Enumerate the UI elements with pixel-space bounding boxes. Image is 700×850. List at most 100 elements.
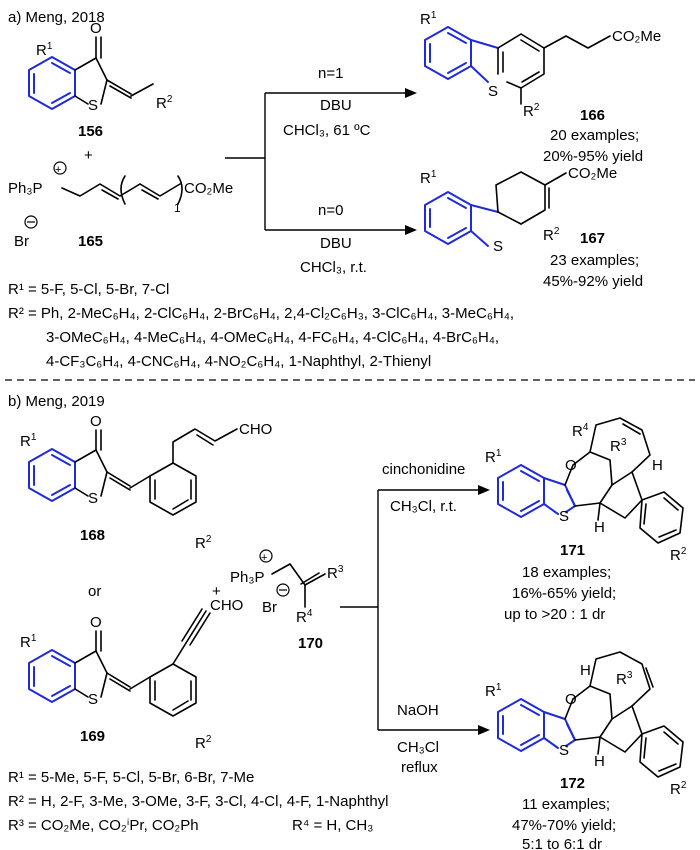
- r2-169: R2: [195, 734, 212, 752]
- atom-S-172: S: [559, 742, 569, 759]
- cond-b-top-1: cinchonidine: [382, 461, 465, 478]
- svg-text:+: +: [55, 164, 61, 176]
- subst-b-r1: R¹ = 5-Me, 5-F, 5-Cl, 5-Br, 6-Br, 7-Me: [8, 769, 254, 786]
- atom-O-171: O: [565, 457, 577, 474]
- subst-a-r2-2: 3-OMeC₆H₄, 4-MeC₆H₄, 4-OMeC₆H₄, 4-FC₆H₄,…: [46, 329, 499, 346]
- atom-O-172: O: [565, 691, 577, 708]
- result-171-3: up to >20 : 1 dr: [504, 606, 605, 623]
- aldehyde-168: CHO: [239, 421, 272, 438]
- r3-171: R3: [610, 437, 627, 455]
- plus-sign-b: +: [212, 583, 221, 600]
- r4-171: R4: [572, 422, 589, 440]
- subst-a-r1: R¹ = 5-F, 5-Cl, 5-Br, 7-Cl: [8, 281, 169, 298]
- r2-168: R2: [195, 534, 212, 552]
- compound-171-id: 171: [560, 542, 585, 559]
- aldehyde-169: CHO: [210, 597, 243, 614]
- atom-O-168: O: [90, 413, 102, 430]
- compound-171-structure: [497, 417, 684, 544]
- r3-172: R3: [616, 670, 633, 688]
- atom-H-171b: H: [652, 457, 663, 474]
- r2-166: R2: [523, 102, 540, 120]
- r3-170: R3: [327, 564, 344, 582]
- subst-a-r2-1: R² = Ph, 2-MeC₆H₄, 2-ClC₆H₄, 2-BrC₆H₄, 2…: [8, 305, 514, 322]
- compound-156-structure: O S: [28, 20, 154, 114]
- compound-156-id: 156: [78, 123, 103, 140]
- r1-166: R1: [420, 10, 437, 28]
- r2-167: R2: [543, 226, 560, 244]
- r4-170: R4: [296, 608, 313, 626]
- section-a-label: a) Meng, 2018: [8, 9, 105, 26]
- cond-a-bot-2: DBU: [320, 235, 352, 252]
- atom-O-169: O: [90, 614, 102, 631]
- ester-166: CO₂Me: [612, 28, 661, 45]
- arrows-section-b: [340, 485, 490, 735]
- ester-167: CO₂Me: [568, 165, 617, 182]
- compound-172-structure: [497, 651, 684, 778]
- atom-S: S: [88, 97, 98, 114]
- r1-label: R1: [36, 41, 53, 59]
- r1-168: R1: [20, 432, 37, 450]
- result-171-1: 18 examples;: [522, 564, 611, 581]
- r1-172: R1: [485, 682, 502, 700]
- r1-169: R1: [20, 633, 37, 651]
- cond-a-top-1: n=1: [318, 65, 343, 82]
- compound-170-id: 170: [298, 635, 323, 652]
- repeat-n: 1: [174, 201, 181, 215]
- arrows-section-a: [225, 88, 417, 235]
- result-172-1: 11 examples;: [522, 796, 610, 813]
- compound-166-structure: [424, 26, 611, 105]
- subst-b-r4: R⁴ = H, CH₃: [292, 817, 373, 834]
- result-167-2: 45%-92% yield: [543, 273, 643, 290]
- r1-167: R1: [420, 169, 437, 187]
- r1-171: R1: [485, 448, 502, 466]
- result-166-2: 20%-95% yield: [543, 148, 643, 165]
- ph3p-170: Ph₃P: [230, 569, 264, 586]
- compound-168-id: 168: [80, 527, 105, 544]
- compound-167-id: 167: [580, 230, 605, 247]
- atom-S-167: S: [493, 238, 503, 255]
- r2-172: R2: [670, 780, 687, 798]
- bromide-label: Br: [14, 233, 29, 250]
- result-166-1: 20 examples;: [550, 127, 639, 144]
- or-label: or: [88, 583, 101, 600]
- atom-S-169: S: [88, 691, 98, 708]
- ph3p-label: Ph₃P: [8, 180, 42, 197]
- cond-a-top-2: DBU: [320, 97, 352, 114]
- cond-a-top-3: CHCl₃, 61 ºC: [283, 122, 371, 139]
- cond-b-bot-3: reflux: [401, 759, 438, 776]
- cond-b-bot-1: NaOH: [397, 702, 439, 719]
- compound-166-id: 166: [580, 107, 605, 124]
- ester-label: CO₂Me: [184, 180, 233, 197]
- subst-a-r2-3: 4-CF₃C₆H₄, 4-CNC₆H₄, 4-NO₂C₆H₄, 1-Naphth…: [46, 353, 431, 370]
- compound-167-structure: [424, 171, 567, 247]
- atom-H-172b: H: [580, 662, 591, 679]
- result-171-2: 16%-65% yield;: [512, 585, 616, 602]
- compound-172-id: 172: [560, 775, 585, 792]
- svg-text:+: +: [261, 552, 267, 564]
- cond-a-bot-3: CHCl₃, r.t.: [300, 259, 367, 276]
- compound-169-structure: [28, 608, 211, 717]
- result-172-3: 5:1 to 6:1 dr: [522, 836, 602, 850]
- compound-168-structure: [28, 428, 238, 516]
- bromide-170: Br: [262, 599, 277, 616]
- cond-a-bot-1: n=0: [318, 202, 343, 219]
- compound-170-structure: +: [259, 549, 326, 608]
- plus-sign: +: [84, 147, 93, 164]
- atom-S-171: S: [559, 508, 569, 525]
- compound-165-structure: +: [24, 161, 183, 229]
- result-167-1: 23 examples;: [550, 252, 639, 269]
- cond-b-bot-2: CH₃Cl: [397, 739, 439, 756]
- r2-171: R2: [670, 546, 687, 564]
- cond-b-top-2: CH₃Cl, r.t.: [390, 498, 457, 515]
- compound-169-id: 169: [80, 728, 105, 745]
- atom-H-171a: H: [594, 519, 605, 536]
- section-b-label: b) Meng, 2019: [8, 393, 105, 410]
- atom-O: O: [90, 20, 102, 37]
- r2-label: R2: [156, 94, 173, 112]
- result-172-2: 47%-70% yield;: [512, 817, 616, 834]
- compound-165-id: 165: [78, 233, 103, 250]
- atom-H-172a: H: [594, 753, 605, 770]
- subst-b-r2: R² = H, 2-F, 3-Me, 3-OMe, 3-F, 3-Cl, 4-C…: [8, 793, 389, 810]
